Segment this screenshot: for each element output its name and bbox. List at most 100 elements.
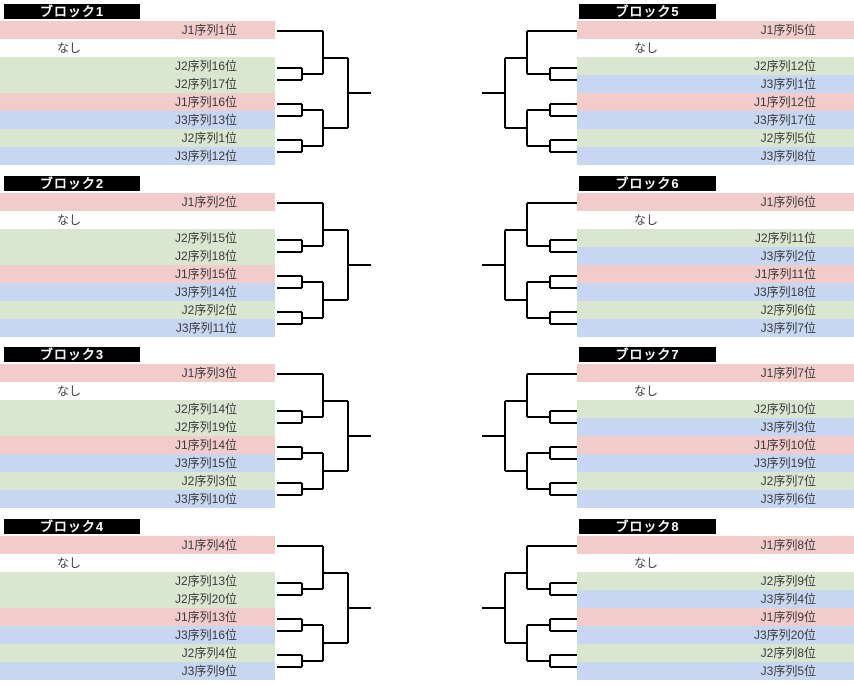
slot-label: J3序列17位 bbox=[753, 113, 816, 127]
slot-label: J1序列1位 bbox=[181, 23, 237, 37]
slot-label: J1序列11位 bbox=[754, 267, 816, 281]
bracket-slot[interactable]: J1序列6位 bbox=[577, 193, 854, 211]
slot-label: J1序列5位 bbox=[760, 23, 816, 37]
bracket-slot[interactable]: J3序列9位 bbox=[0, 662, 275, 680]
bracket-slot[interactable]: J3序列13位 bbox=[0, 111, 275, 129]
bracket-slot[interactable]: J2序列10位 bbox=[577, 400, 854, 418]
bracket-slot[interactable]: J2序列11位 bbox=[577, 229, 854, 247]
bracket-slot[interactable]: J3序列17位 bbox=[577, 111, 854, 129]
slot-label: J1序列6位 bbox=[760, 195, 816, 209]
bracket-slot[interactable]: J3序列14位 bbox=[0, 283, 275, 301]
bracket-slot[interactable]: J3序列12位 bbox=[0, 147, 275, 165]
bracket-slot[interactable]: J2序列18位 bbox=[0, 247, 275, 265]
block-title[interactable]: ブロック3 bbox=[4, 347, 140, 362]
bracket-lines bbox=[482, 545, 577, 668]
bracket-slot[interactable]: J1序列9位 bbox=[577, 608, 854, 626]
block-title[interactable]: ブロック1 bbox=[4, 4, 140, 19]
bracket-slot[interactable]: J3序列11位 bbox=[0, 319, 275, 337]
bracket-slot[interactable]: J3序列2位 bbox=[577, 247, 854, 265]
bracket-slot[interactable]: J3序列15位 bbox=[0, 454, 275, 472]
bracket-slot[interactable]: なし bbox=[577, 382, 854, 400]
bracket-slot[interactable]: J2序列6位 bbox=[577, 301, 854, 319]
bracket-slot[interactable]: J3序列6位 bbox=[577, 490, 854, 508]
bracket-slot[interactable]: J2序列9位 bbox=[577, 572, 854, 590]
slot-label: J1序列8位 bbox=[760, 538, 816, 552]
slot-label: J2序列12位 bbox=[753, 59, 816, 73]
slot-label: J3序列1位 bbox=[760, 77, 816, 91]
slot-label: J2序列13位 bbox=[174, 574, 237, 588]
slot-label: なし bbox=[57, 41, 82, 55]
bracket-slot[interactable]: J1序列16位 bbox=[0, 93, 275, 111]
bracket-slot[interactable]: J1序列7位 bbox=[577, 364, 854, 382]
bracket-slot[interactable]: J2序列19位 bbox=[0, 418, 275, 436]
bracket-slot[interactable]: なし bbox=[0, 211, 275, 229]
block-title[interactable]: ブロック2 bbox=[4, 176, 140, 191]
bracket-slot[interactable]: J3序列10位 bbox=[0, 490, 275, 508]
bracket-slot[interactable]: なし bbox=[0, 39, 275, 57]
bracket-slot[interactable]: J3序列5位 bbox=[577, 662, 854, 680]
bracket-slot[interactable]: J1序列15位 bbox=[0, 265, 275, 283]
bracket-slot[interactable]: J1序列8位 bbox=[577, 536, 854, 554]
bracket-slot[interactable]: J2序列12位 bbox=[577, 57, 854, 75]
bracket-slot[interactable]: J2序列14位 bbox=[0, 400, 275, 418]
bracket-slot[interactable]: なし bbox=[577, 211, 854, 229]
bracket-slot[interactable]: J1序列12位 bbox=[577, 93, 854, 111]
bracket-slot[interactable]: J1序列14位 bbox=[0, 436, 275, 454]
bracket-slot[interactable]: なし bbox=[0, 554, 275, 572]
slot-label: J3序列14位 bbox=[174, 285, 237, 299]
bracket-slot[interactable]: なし bbox=[577, 554, 854, 572]
bracket-slot[interactable]: なし bbox=[0, 382, 275, 400]
block-title[interactable]: ブロック7 bbox=[579, 347, 716, 362]
block-title[interactable]: ブロック5 bbox=[579, 4, 716, 19]
bracket-slot[interactable]: J3序列19位 bbox=[577, 454, 854, 472]
slot-label: J3序列6位 bbox=[760, 492, 816, 506]
bracket-slot[interactable]: J2序列7位 bbox=[577, 472, 854, 490]
bracket-slot[interactable]: J3序列16位 bbox=[0, 626, 275, 644]
bracket-slot[interactable]: J2序列1位 bbox=[0, 129, 275, 147]
bracket-slot[interactable]: J2序列3位 bbox=[0, 472, 275, 490]
bracket-lines bbox=[482, 202, 577, 325]
slot-label: J2序列2位 bbox=[181, 303, 237, 317]
bracket-slot[interactable]: J2序列17位 bbox=[0, 75, 275, 93]
bracket-slot[interactable]: J2序列20位 bbox=[0, 590, 275, 608]
bracket-slot[interactable]: J3序列4位 bbox=[577, 590, 854, 608]
bracket-slot[interactable]: J3序列3位 bbox=[577, 418, 854, 436]
bracket-slot[interactable]: J2序列13位 bbox=[0, 572, 275, 590]
bracket-slot[interactable]: J1序列1位 bbox=[0, 21, 275, 39]
bracket-slot[interactable]: J3序列8位 bbox=[577, 147, 854, 165]
slot-label: J1序列10位 bbox=[753, 438, 816, 452]
bracket-slot[interactable]: J2序列2位 bbox=[0, 301, 275, 319]
block-title[interactable]: ブロック8 bbox=[579, 519, 716, 534]
bracket-slot[interactable]: J2序列16位 bbox=[0, 57, 275, 75]
bracket-slot[interactable]: J3序列18位 bbox=[577, 283, 854, 301]
bracket-slot[interactable]: J1序列3位 bbox=[0, 364, 275, 382]
slot-label: なし bbox=[57, 384, 82, 398]
bracket-slot[interactable]: J1序列2位 bbox=[0, 193, 275, 211]
bracket-slot[interactable]: J1序列5位 bbox=[577, 21, 854, 39]
bracket-slot[interactable]: J1序列11位 bbox=[577, 265, 854, 283]
bracket-slot[interactable]: J2序列15位 bbox=[0, 229, 275, 247]
slot-label: J2序列5位 bbox=[760, 131, 816, 145]
block-title[interactable]: ブロック6 bbox=[579, 176, 716, 191]
bracket-slot[interactable]: J2序列8位 bbox=[577, 644, 854, 662]
bracket-slot[interactable]: J1序列4位 bbox=[0, 536, 275, 554]
slot-label: なし bbox=[634, 556, 659, 570]
bracket-slot[interactable]: J3序列7位 bbox=[577, 319, 854, 337]
bracket-slot[interactable]: J2序列4位 bbox=[0, 644, 275, 662]
slot-label: J3序列9位 bbox=[181, 664, 237, 678]
bracket-slot[interactable]: J2序列5位 bbox=[577, 129, 854, 147]
block-title[interactable]: ブロック4 bbox=[4, 519, 140, 534]
bracket-slot[interactable]: J1序列13位 bbox=[0, 608, 275, 626]
bracket-slot[interactable]: なし bbox=[577, 39, 854, 57]
bracket-slot[interactable]: J3序列20位 bbox=[577, 626, 854, 644]
bracket-slot[interactable]: J3序列1位 bbox=[577, 75, 854, 93]
slot-label: J1序列15位 bbox=[174, 267, 237, 281]
slot-label: J3序列18位 bbox=[753, 285, 816, 299]
bracket-slot[interactable]: J1序列10位 bbox=[577, 436, 854, 454]
slot-label: J3序列5位 bbox=[760, 664, 816, 678]
